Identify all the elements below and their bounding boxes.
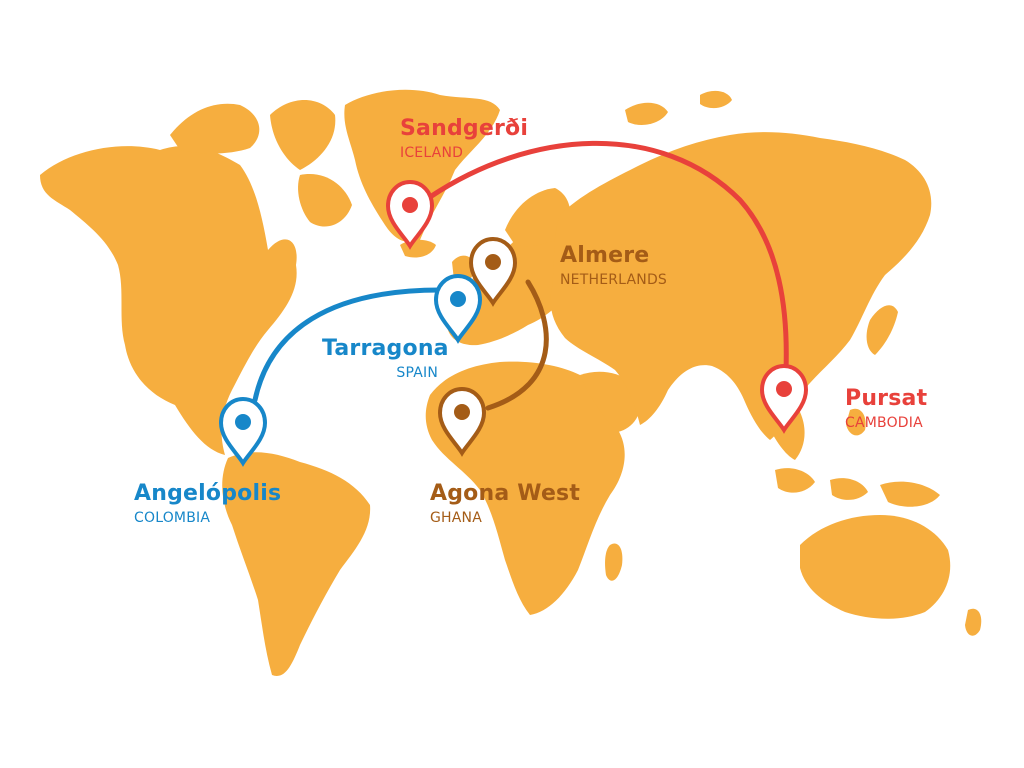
pin-dot [485,254,501,270]
label-tarragona: Tarragona SPAIN [322,336,449,381]
landmass-europe [445,213,587,346]
pin-body [759,363,809,434]
label-agona-west: Agona West GHANA [430,481,581,526]
route-arcs [252,140,789,411]
city-name: Almere [560,243,650,268]
label-angelopolis: Angelópolis COLOMBIA [134,481,282,526]
landmass-north-america [40,145,297,456]
landmass-new-guinea [880,481,940,507]
landmass-greenland [344,89,500,242]
route-arc [485,279,549,411]
landmass-arctic-islands [170,103,260,154]
landmass-asia [550,132,932,440]
landmass-hudson-east [298,174,352,227]
city-name: Sandgerði [400,116,529,141]
map-pin-icon[interactable] [437,386,487,457]
landmass-japan [866,305,898,355]
pin-dot [776,381,792,397]
pin-body [385,179,435,250]
pin-body [218,396,268,467]
pin-body [437,386,487,457]
label-sandgerdi: Sandgerði ICELAND [400,116,529,161]
map-pin-icon[interactable] [218,396,268,467]
landmasses [40,89,982,676]
pin-dot [402,197,418,213]
landmass-new-zealand [965,608,982,636]
city-name: Angelópolis [134,481,282,506]
pin-dot [235,414,251,430]
country-name: NETHERLANDS [560,272,668,288]
country-name: SPAIN [396,365,438,381]
map-pin-icon[interactable] [759,363,809,434]
country-name: COLOMBIA [134,510,211,526]
pin-body [468,236,518,307]
route-arc [252,287,443,403]
landmass-arctic-russia-2 [700,90,732,109]
landmass-arabia [580,371,642,432]
landmass-south-america [222,452,371,676]
label-pursat: Pursat CAMBODIA [845,386,928,431]
landmass-indonesia-1 [775,468,815,493]
map-pin-icon[interactable] [385,179,435,250]
landmass-scandinavia [505,188,571,247]
map-pin-icon[interactable] [468,236,518,307]
city-name: Tarragona [322,336,449,361]
city-name: Agona West [430,481,581,506]
landmass-baffin [270,100,336,170]
location-pins [218,179,809,467]
map-pin-icon[interactable] [433,273,483,344]
pin-dot [454,404,470,420]
country-name: GHANA [430,510,483,526]
country-name: CAMBODIA [845,415,923,431]
route-arc [427,140,789,373]
landmass-philippines [846,408,866,436]
country-name: ICELAND [400,145,464,161]
landmass-arctic-russia [625,102,668,125]
landmass-indonesia-2 [830,478,868,500]
city-name: Pursat [845,386,928,411]
landmass-australia [800,515,951,619]
landmass-madagascar [605,543,623,581]
pin-body [433,273,483,344]
label-almere: Almere NETHERLANDS [560,243,668,288]
pin-dot [450,291,466,307]
